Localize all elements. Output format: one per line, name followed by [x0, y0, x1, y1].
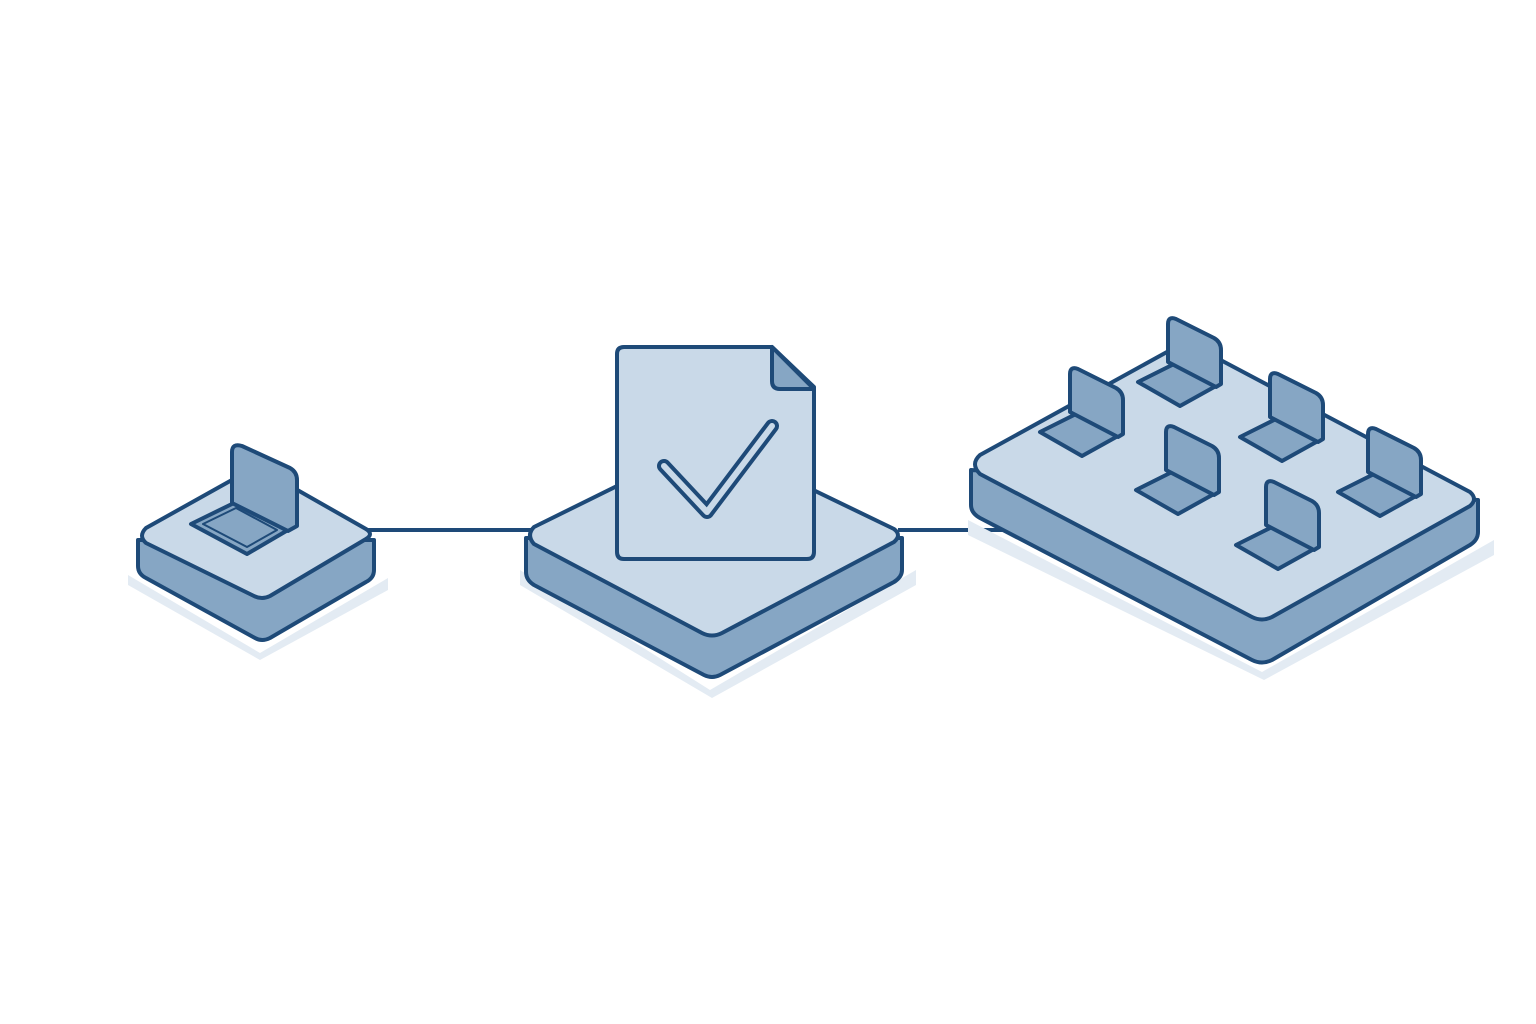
platform-shadow	[128, 575, 388, 660]
fleet-laptops	[1038, 316, 1423, 571]
platform-shadow	[968, 520, 1494, 680]
laptop-icon	[1038, 366, 1125, 458]
laptop-icon	[1336, 426, 1423, 518]
laptop-screen	[1166, 316, 1223, 389]
laptop-icon	[1136, 316, 1223, 408]
laptop-icon	[1234, 479, 1321, 571]
check-mark-inner	[661, 423, 775, 515]
laptop-screen	[1068, 366, 1125, 439]
laptop-icon	[1134, 424, 1221, 516]
fleet-node	[968, 316, 1494, 680]
document-fold	[770, 345, 816, 391]
laptop-screen	[230, 443, 299, 533]
document-page	[615, 345, 816, 561]
laptop-icon	[1238, 371, 1325, 463]
document-check-icon	[615, 345, 816, 561]
laptop-screen	[1164, 424, 1221, 497]
laptop-base-inner	[202, 507, 278, 548]
laptop-screen	[1264, 479, 1321, 552]
laptop-screen	[1366, 426, 1423, 499]
laptop-screen	[1268, 371, 1325, 444]
approval-node	[520, 345, 916, 698]
single-device-node	[128, 443, 388, 660]
laptop-icon	[189, 443, 299, 556]
